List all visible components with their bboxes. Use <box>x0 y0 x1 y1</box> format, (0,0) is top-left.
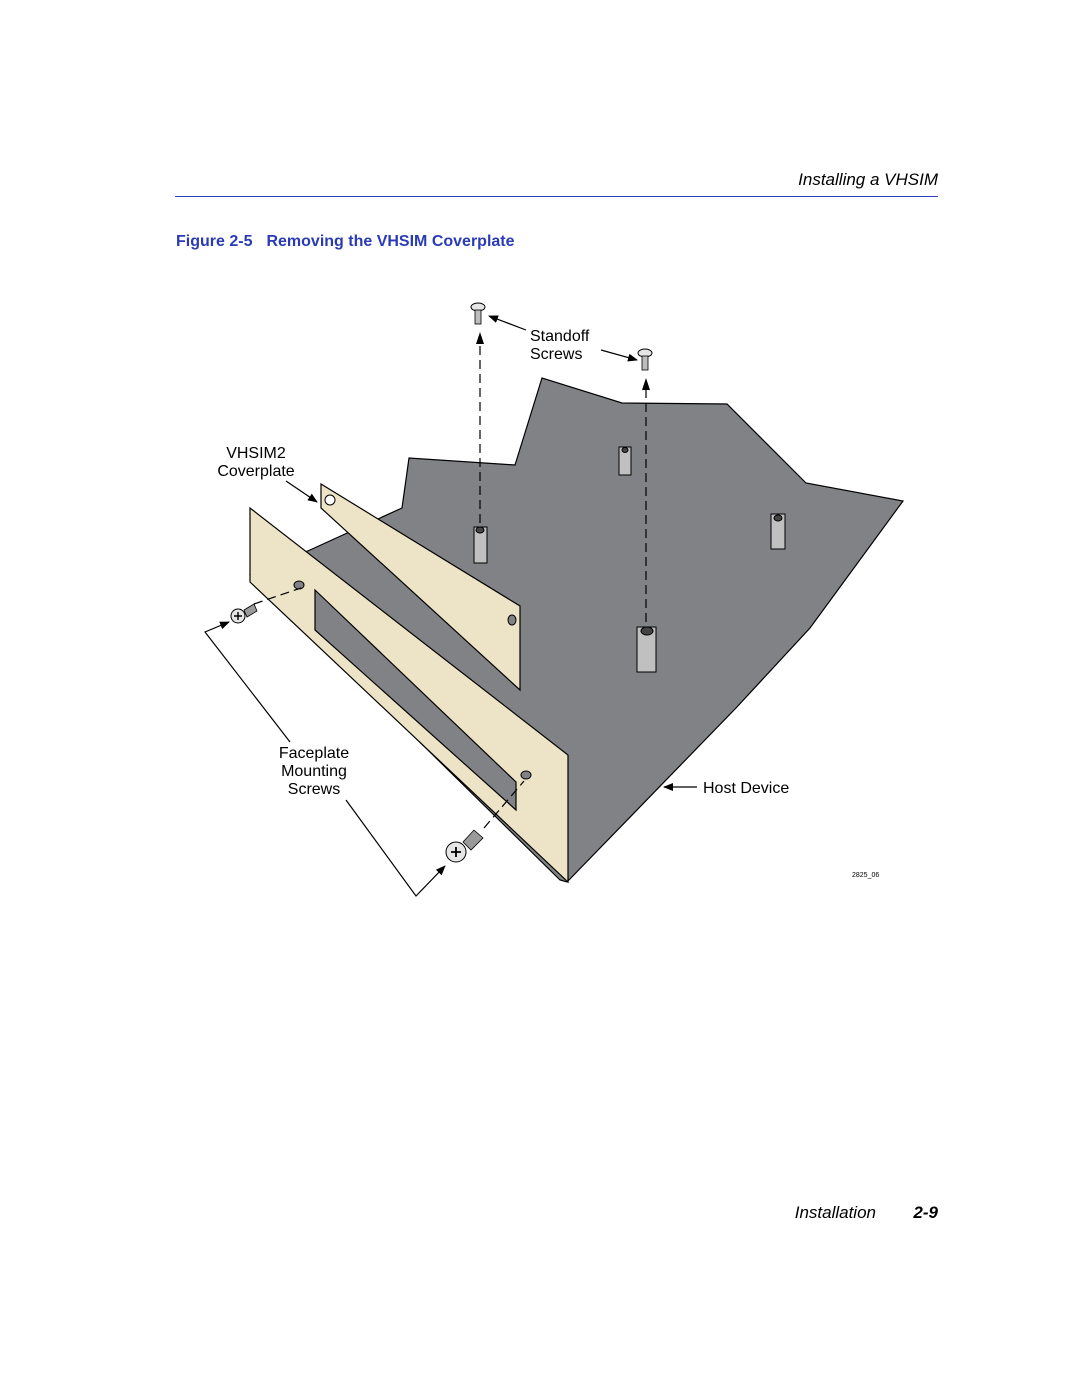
standoff <box>473 526 488 564</box>
label-mounting: Mounting <box>281 763 347 780</box>
vhsim2-coverplate <box>320 482 521 692</box>
footer-section-title: Installation <box>794 1203 876 1222</box>
running-header: Installing a VHSIM <box>798 170 938 189</box>
header-rule <box>175 196 938 197</box>
page-number: 2-9 <box>913 1203 938 1222</box>
figure-caption: Figure 2-5 Removing the VHSIM Coverplate <box>176 233 515 251</box>
faceplate-screw <box>445 829 484 863</box>
label-faceplate: Faceplate <box>279 745 349 762</box>
standoff-screw <box>470 302 486 325</box>
standoff <box>618 446 632 476</box>
label-coverplate: Coverplate <box>217 463 294 480</box>
figure-title: Removing the VHSIM Coverplate <box>266 233 515 250</box>
callout-leaders <box>204 315 697 897</box>
label-vhsim2: VHSIM2 <box>226 445 286 462</box>
label-host-device: Host Device <box>703 780 789 797</box>
standoff <box>636 626 657 673</box>
standoff <box>770 513 786 550</box>
art-id: 2825_06 <box>852 872 879 879</box>
label-standoff: Standoff <box>530 328 590 345</box>
label-standoff-screws: Screws <box>530 346 582 363</box>
dashed-guide-lines <box>253 340 647 829</box>
host-device-board <box>248 377 905 883</box>
figure-number: Figure 2-5 <box>176 233 253 250</box>
faceplate <box>249 506 569 884</box>
guide-arrowheads <box>476 332 650 390</box>
faceplate-screw <box>230 603 258 624</box>
standoff-screw <box>637 348 653 371</box>
label-faceplate-screws: Screws <box>288 781 340 798</box>
